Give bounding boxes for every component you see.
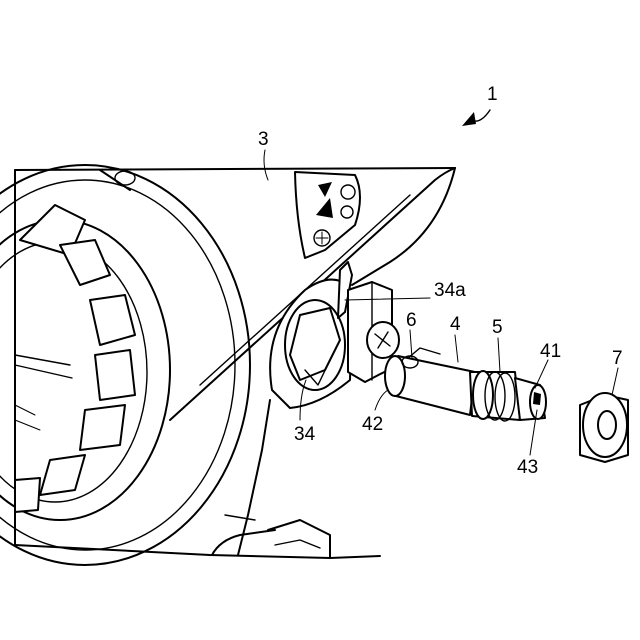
label-3: 3 — [258, 129, 269, 150]
label-1: 1 — [487, 84, 498, 105]
control-panel — [295, 172, 360, 258]
label-34: 34 — [294, 424, 316, 445]
label-4: 4 — [450, 314, 461, 335]
label-6: 6 — [406, 310, 417, 331]
label-34a: 34a — [434, 280, 466, 301]
label-42: 42 — [362, 414, 383, 435]
shaft-4 — [385, 348, 475, 415]
screw-6 — [367, 322, 399, 358]
label-5: 5 — [492, 317, 503, 338]
reference-labels: 1 3 34a 6 4 5 41 7 42 34 43 — [258, 84, 623, 478]
drum-assembly — [0, 165, 250, 565]
cap-7 — [580, 393, 628, 462]
label-43: 43 — [517, 457, 538, 478]
sleeve-5 — [470, 371, 546, 421]
label-41: 41 — [540, 341, 561, 362]
label-7: 7 — [612, 348, 623, 369]
